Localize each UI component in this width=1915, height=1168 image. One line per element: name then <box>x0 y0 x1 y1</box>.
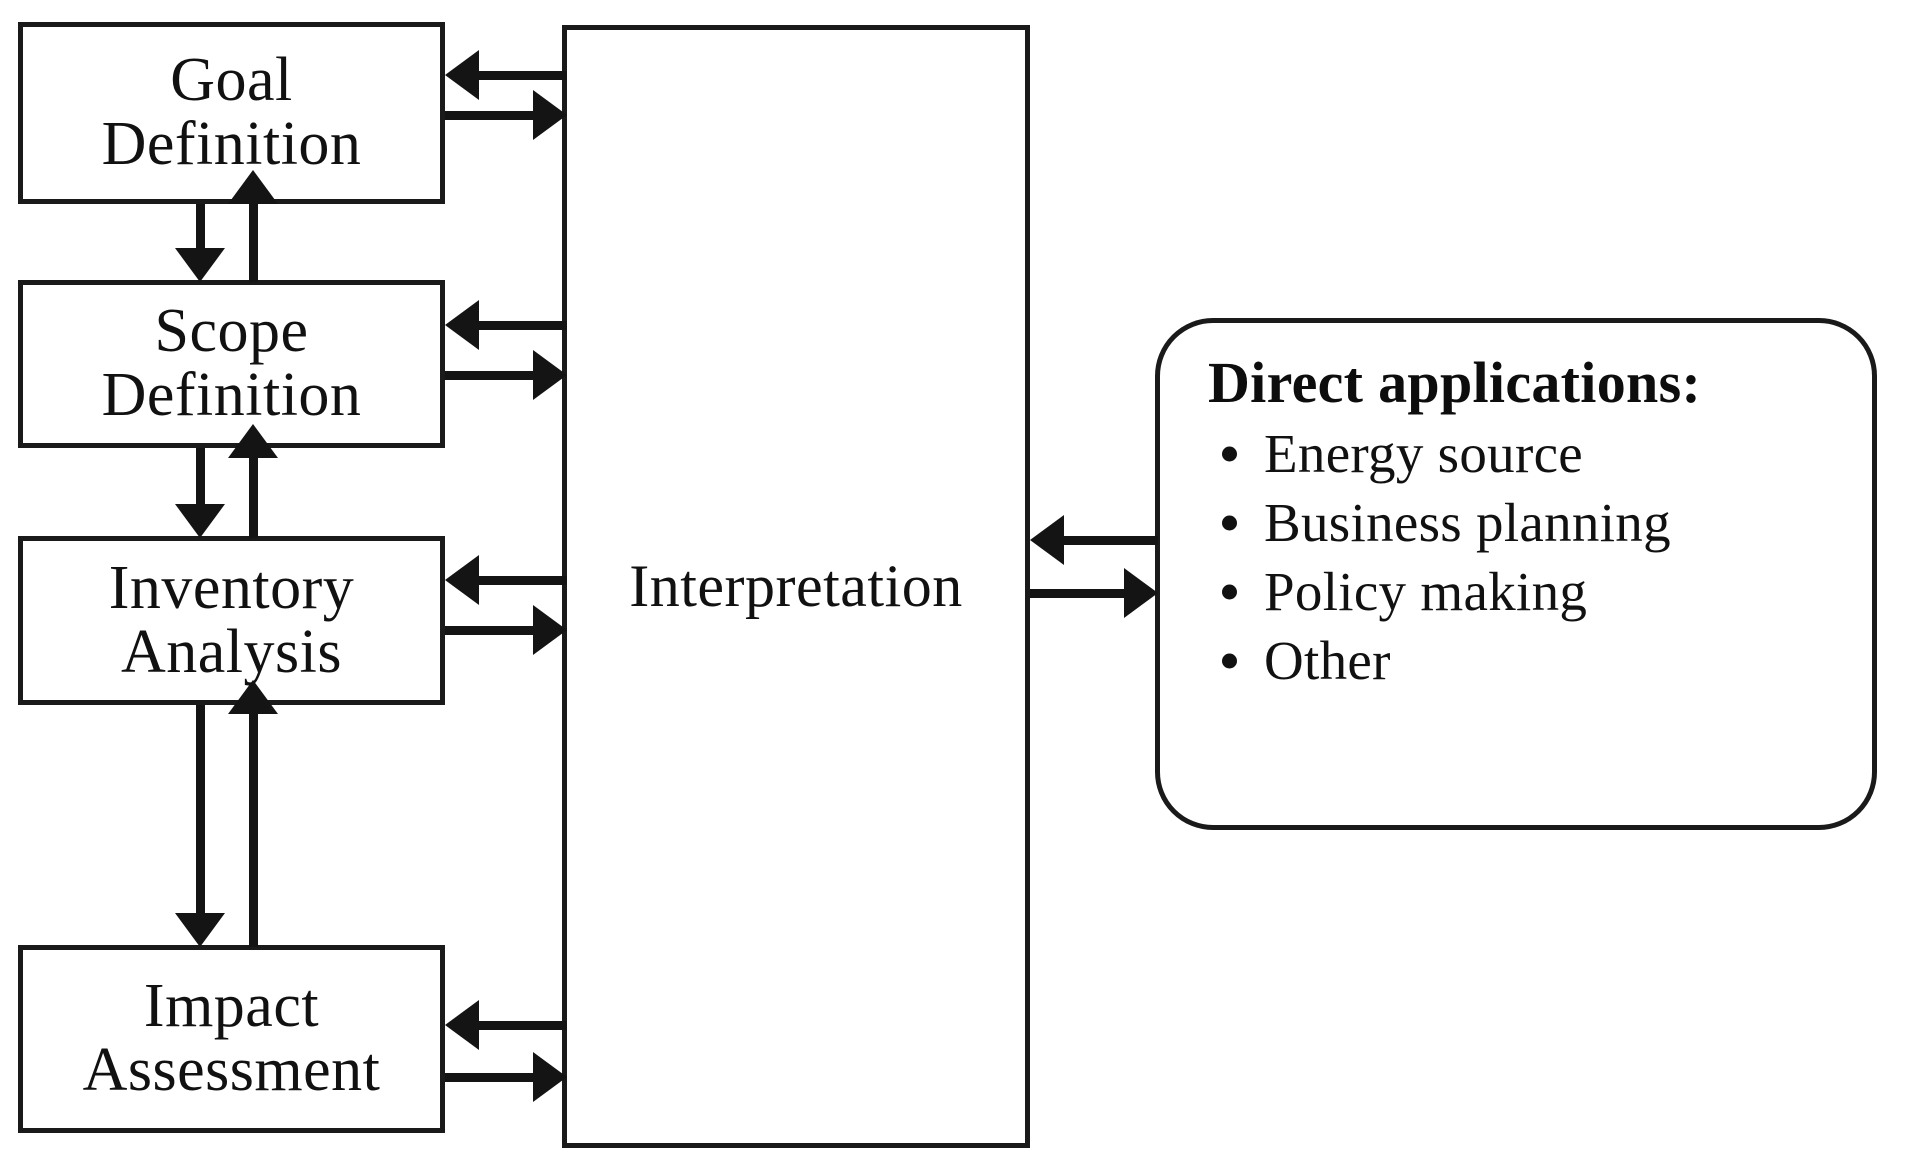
arrow-interpretation-to-scope <box>445 300 567 350</box>
bullet-icon <box>1222 515 1237 530</box>
arrow-shaft <box>196 204 205 252</box>
arrow-head-left-icon <box>445 50 479 100</box>
arrow-head-up-icon <box>228 170 278 204</box>
stage-box-inventory-analysis[interactable]: Inventory Analysis <box>18 536 445 705</box>
arrow-shaft <box>475 1021 567 1030</box>
arrow-shaft <box>196 448 205 508</box>
bullet-icon <box>1222 653 1237 668</box>
arrow-interpretation-to-goal <box>445 50 567 100</box>
arrow-head-left-icon <box>445 1000 479 1050</box>
arrow-inventory-to-impact <box>175 705 225 947</box>
interpretation-label: Interpretation <box>629 553 963 619</box>
arrow-shaft <box>1060 536 1158 545</box>
list-item-label: Policy making <box>1264 561 1588 622</box>
interpretation-box[interactable]: Interpretation <box>562 25 1030 1148</box>
arrow-scope-to-interpretation <box>445 350 567 400</box>
arrow-head-up-icon <box>228 680 278 714</box>
arrow-shaft <box>445 626 537 635</box>
arrow-shaft <box>249 200 258 282</box>
arrow-shaft <box>249 710 258 947</box>
direct-applications-list: Energy source Business planning Policy m… <box>1194 422 1842 692</box>
arrow-inventory-to-interpretation <box>445 605 567 655</box>
arrow-shaft <box>1030 589 1128 598</box>
arrow-head-right-icon <box>1124 568 1158 618</box>
stage-label-line1: Impact <box>143 972 320 1041</box>
arrow-interpretation-to-inventory <box>445 555 567 605</box>
arrow-impact-to-interpretation <box>445 1052 567 1102</box>
stage-label-line1: Scope <box>154 297 309 366</box>
arrow-inventory-to-scope <box>228 424 278 538</box>
arrow-head-right-icon <box>533 605 567 655</box>
arrow-head-right-icon <box>533 1052 567 1102</box>
arrow-impact-to-inventory <box>228 680 278 947</box>
bullet-icon <box>1222 584 1237 599</box>
list-item-label: Business planning <box>1264 492 1671 553</box>
arrow-head-right-icon <box>533 90 567 140</box>
arrow-shaft <box>475 321 567 330</box>
stage-label-line2: Definition <box>101 361 362 429</box>
arrow-goal-to-interpretation <box>445 90 567 140</box>
arrow-applications-to-interpretation <box>1030 515 1158 565</box>
direct-applications-title: Direct applications: <box>1208 350 1702 415</box>
arrow-shaft <box>196 705 205 917</box>
stage-label-line1: Goal <box>170 46 293 115</box>
arrow-shaft <box>475 71 567 80</box>
list-item: Policy making <box>1216 560 1842 623</box>
stage-label-line2: Assessment <box>82 1036 381 1104</box>
stage-label-line2: Analysis <box>121 617 342 686</box>
direct-applications-box[interactable]: Direct applications: Energy source Busin… <box>1155 318 1877 830</box>
arrow-head-down-icon <box>175 913 225 947</box>
arrow-head-left-icon <box>1030 515 1064 565</box>
arrow-head-down-icon <box>175 504 225 538</box>
arrow-scope-to-inventory <box>175 448 225 538</box>
arrow-head-left-icon <box>445 300 479 350</box>
arrow-shaft <box>475 576 567 585</box>
arrow-head-down-icon <box>175 248 225 282</box>
arrow-shaft <box>445 1073 537 1082</box>
bullet-icon <box>1222 446 1237 461</box>
arrow-shaft <box>249 454 258 538</box>
list-item-label: Other <box>1264 630 1391 691</box>
list-item: Business planning <box>1216 491 1842 554</box>
arrow-head-right-icon <box>533 350 567 400</box>
arrow-shaft <box>445 371 537 380</box>
arrow-head-left-icon <box>445 555 479 605</box>
arrow-head-up-icon <box>228 424 278 458</box>
arrow-interpretation-to-impact <box>445 1000 567 1050</box>
stage-box-impact-assessment[interactable]: Impact Assessment <box>18 945 445 1133</box>
list-item-label: Energy source <box>1264 423 1584 484</box>
arrow-scope-to-goal <box>228 170 278 282</box>
stage-label-line2: Definition <box>101 110 362 178</box>
stage-label-line1: Inventory <box>108 553 355 622</box>
arrow-shaft <box>445 111 537 120</box>
list-item: Energy source <box>1216 422 1842 485</box>
arrow-goal-to-scope <box>175 204 225 282</box>
list-item: Other <box>1216 629 1842 692</box>
stage-box-scope-definition[interactable]: Scope Definition <box>18 280 445 448</box>
arrow-interpretation-to-applications <box>1030 568 1158 618</box>
